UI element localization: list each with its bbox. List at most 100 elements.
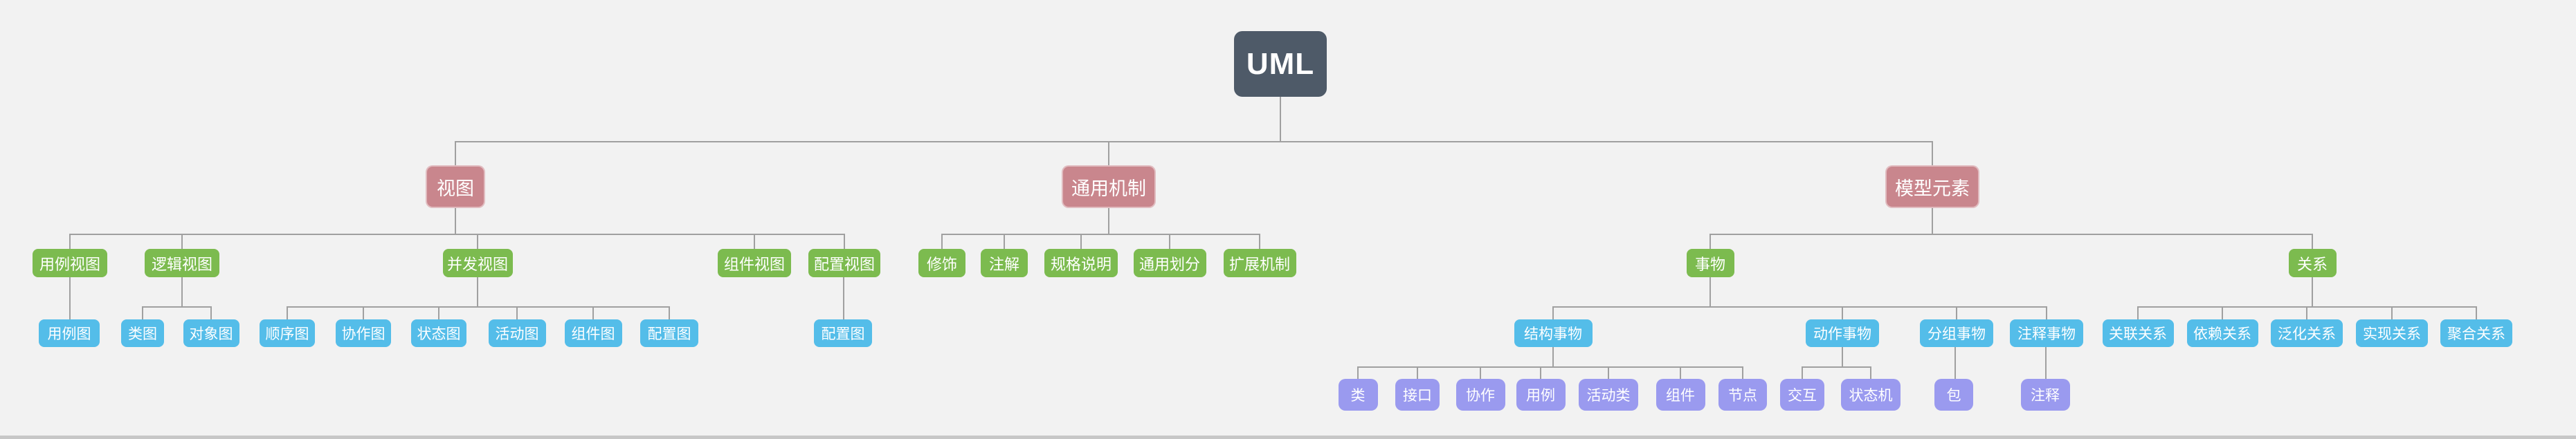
connector-line	[477, 234, 478, 249]
connector-line	[1802, 366, 1871, 368]
connector-line	[1357, 366, 1743, 368]
node-realization[interactable]: 实现关系	[2356, 319, 2428, 347]
node-collaboration[interactable]: 协作	[1455, 379, 1505, 411]
connector-line	[1742, 367, 1743, 379]
node-dependency[interactable]: 依赖关系	[2186, 319, 2258, 347]
connector-line	[2391, 307, 2393, 319]
connector-line	[1608, 367, 1609, 379]
node-deployment-diagram-2[interactable]: 配置图	[814, 319, 872, 347]
node-specification[interactable]: 规格说明	[1044, 249, 1118, 277]
node-component[interactable]: 组件	[1656, 379, 1705, 411]
node-interface[interactable]: 接口	[1395, 379, 1440, 411]
connector-line	[2476, 307, 2477, 319]
connector-line	[941, 234, 1260, 235]
connector-line	[455, 208, 456, 234]
node-package[interactable]: 包	[1934, 379, 1973, 411]
connector-line	[1108, 142, 1109, 165]
node-object-diagram[interactable]: 对象图	[183, 319, 239, 347]
connector-line	[1802, 367, 1803, 379]
connector-line	[1108, 208, 1109, 234]
connector-line	[1417, 367, 1418, 379]
connector-line	[843, 277, 844, 319]
node-active-class[interactable]: 活动类	[1579, 379, 1638, 411]
node-elements[interactable]: 模型元素	[1885, 165, 1979, 208]
node-usecase[interactable]: 用例	[1516, 379, 1566, 411]
connector-line	[69, 277, 71, 319]
connector-line	[2312, 277, 2313, 307]
node-collaboration-diagram[interactable]: 协作图	[336, 319, 391, 347]
node-views[interactable]: 视图	[426, 165, 485, 208]
node-annotation[interactable]: 注解	[981, 249, 1028, 277]
connector-line	[477, 277, 478, 307]
node-behavioral-things[interactable]: 动作事物	[1806, 319, 1879, 347]
node-relationships[interactable]: 关系	[2288, 249, 2337, 277]
connector-line	[181, 277, 183, 307]
node-note[interactable]: 注释	[2020, 379, 2070, 411]
node-usecase-view[interactable]: 用例视图	[33, 249, 107, 277]
node-aggregation[interactable]: 聚合关系	[2440, 319, 2512, 347]
node-activity-diagram[interactable]: 活动图	[488, 319, 546, 347]
connector-line	[1680, 367, 1681, 379]
connector-line	[941, 234, 943, 249]
connector-line	[2312, 234, 2313, 249]
connector-line	[1709, 234, 1711, 249]
connector-line	[1709, 277, 1711, 307]
node-generalization[interactable]: 泛化关系	[2271, 319, 2343, 347]
node-annotational-things[interactable]: 注释事物	[2010, 319, 2083, 347]
node-mechanisms[interactable]: 通用机制	[1062, 165, 1156, 208]
connector-line	[754, 234, 755, 249]
connector-line	[2045, 347, 2047, 379]
node-sequence-diagram[interactable]: 顺序图	[260, 319, 315, 347]
node-class[interactable]: 类	[1338, 379, 1378, 411]
node-logical-view[interactable]: 逻辑视图	[145, 249, 219, 277]
node-component-diagram[interactable]: 组件图	[564, 319, 622, 347]
node-grouping-things[interactable]: 分组事物	[1920, 319, 1993, 347]
connector-line	[1552, 306, 2047, 308]
node-state-machine[interactable]: 状态机	[1841, 379, 1901, 411]
connector-line	[844, 234, 845, 249]
connector-line	[210, 307, 212, 319]
connector-line	[1870, 367, 1871, 379]
connector-line	[455, 142, 456, 165]
connector-line	[1709, 234, 2313, 235]
connector-line	[1954, 347, 1956, 379]
node-things[interactable]: 事物	[1686, 249, 1734, 277]
horizontal-scrollbar[interactable]	[0, 436, 2576, 439]
connector-line	[1932, 142, 1933, 165]
node-deployment-diagram[interactable]: 配置图	[640, 319, 698, 347]
node-usecase-diagram[interactable]: 用例图	[39, 319, 100, 347]
connector-line	[69, 234, 845, 235]
node-uml[interactable]: UML	[1234, 31, 1327, 97]
connector-line	[142, 306, 212, 308]
connector-line	[1480, 367, 1481, 379]
connector-line	[2137, 307, 2139, 319]
connector-line	[1842, 347, 1843, 367]
node-node[interactable]: 节点	[1718, 379, 1767, 411]
connector-line	[669, 307, 670, 319]
connector-line	[1842, 307, 1843, 319]
node-extension-mechanism[interactable]: 扩展机制	[1223, 249, 1296, 277]
node-decoration[interactable]: 修饰	[918, 249, 965, 277]
connector-line	[1169, 234, 1170, 249]
node-structural-things[interactable]: 结构事物	[1514, 319, 1593, 347]
node-statechart-diagram[interactable]: 状态图	[411, 319, 466, 347]
connector-line	[455, 141, 1933, 142]
connector-line	[1280, 97, 1281, 142]
connector-line	[287, 307, 288, 319]
connector-line	[1552, 307, 1554, 319]
node-class-diagram[interactable]: 类图	[121, 319, 164, 347]
connector-line	[287, 306, 670, 308]
node-concurrent-view[interactable]: 并发视图	[442, 249, 513, 277]
connector-line	[69, 234, 71, 249]
connector-line	[142, 307, 143, 319]
connector-line	[363, 307, 364, 319]
connector-line	[1932, 208, 1933, 234]
node-deployment-view[interactable]: 配置视图	[808, 249, 880, 277]
node-common-division[interactable]: 通用划分	[1133, 249, 1206, 277]
connector-line	[2306, 307, 2307, 319]
node-association[interactable]: 关联关系	[2102, 319, 2174, 347]
node-component-view[interactable]: 组件视图	[718, 249, 791, 277]
node-interaction[interactable]: 交互	[1780, 379, 1824, 411]
connector-line	[181, 234, 183, 249]
